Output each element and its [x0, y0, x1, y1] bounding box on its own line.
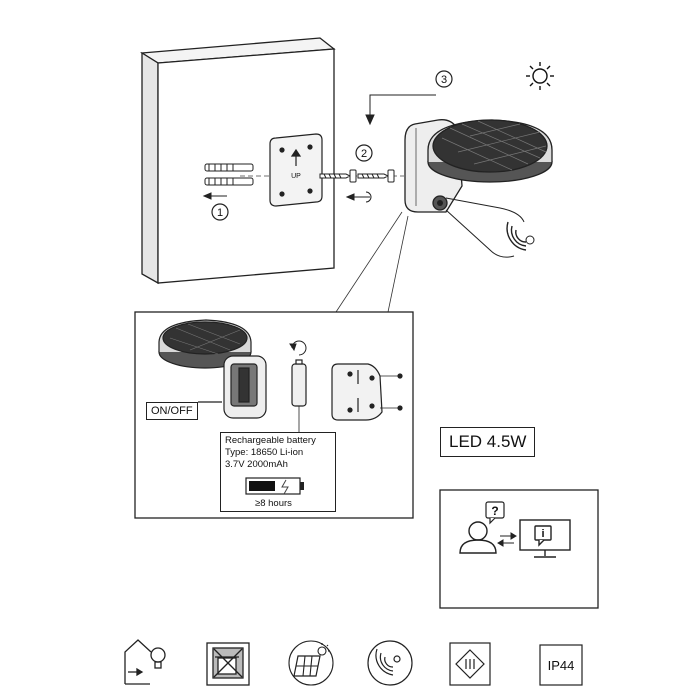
ip44-icon	[539, 644, 583, 686]
battery-spec: 3.7V 2000mAh	[225, 459, 288, 470]
plate-up-text: UP	[291, 173, 301, 180]
step2-badge	[355, 144, 373, 162]
step1-badge	[211, 203, 229, 221]
support-box	[439, 489, 599, 609]
wall-plugs	[204, 163, 254, 186]
class-iii-icon	[449, 642, 491, 686]
motion-sensor-icon	[367, 640, 413, 686]
battery-title: Rechargeable battery	[225, 435, 316, 446]
lamp-back-view	[158, 319, 267, 419]
ip44-text: IP44	[548, 658, 575, 673]
no-bin-icon	[206, 642, 250, 686]
monitor-info-icon	[519, 519, 571, 558]
mounting-plate	[269, 133, 323, 207]
screws	[319, 169, 395, 183]
battery-spec-box: Rechargeable battery Type: 18650 Li-ion …	[220, 432, 336, 512]
step3-number: 3	[441, 74, 447, 86]
detail-leaders	[335, 211, 409, 313]
indoor-bulb-icon	[124, 639, 166, 685]
sun-icon	[526, 62, 554, 90]
solar-lamp	[404, 119, 553, 213]
battery-type: Type: 18650 Li-ion	[225, 447, 304, 458]
question-bubble-icon	[485, 501, 505, 525]
led-power-label: LED 4.5W	[440, 427, 536, 457]
battery-level-icon	[245, 477, 304, 495]
info-i-glyph: i	[541, 528, 544, 540]
motion-callout	[445, 197, 525, 258]
on-off-label: ON/OFF	[146, 402, 198, 420]
battery-runtime: ≥8 hours	[255, 498, 292, 509]
motion-sensor-callout-icon	[506, 221, 535, 251]
battery-cell	[291, 359, 307, 432]
step1-number: 1	[217, 207, 223, 219]
user-icon	[459, 521, 497, 554]
step2-arrow	[345, 191, 372, 203]
solar-panel-icon	[288, 640, 334, 686]
exchange-arrows-icon	[497, 532, 517, 547]
step2-number: 2	[361, 148, 367, 160]
step3-badge	[435, 70, 453, 88]
back-plate-detail	[331, 363, 403, 421]
step1-arrow	[202, 192, 227, 200]
rotate-icon	[289, 340, 307, 356]
step3-arrow	[365, 94, 436, 126]
question-mark: ?	[491, 504, 498, 518]
